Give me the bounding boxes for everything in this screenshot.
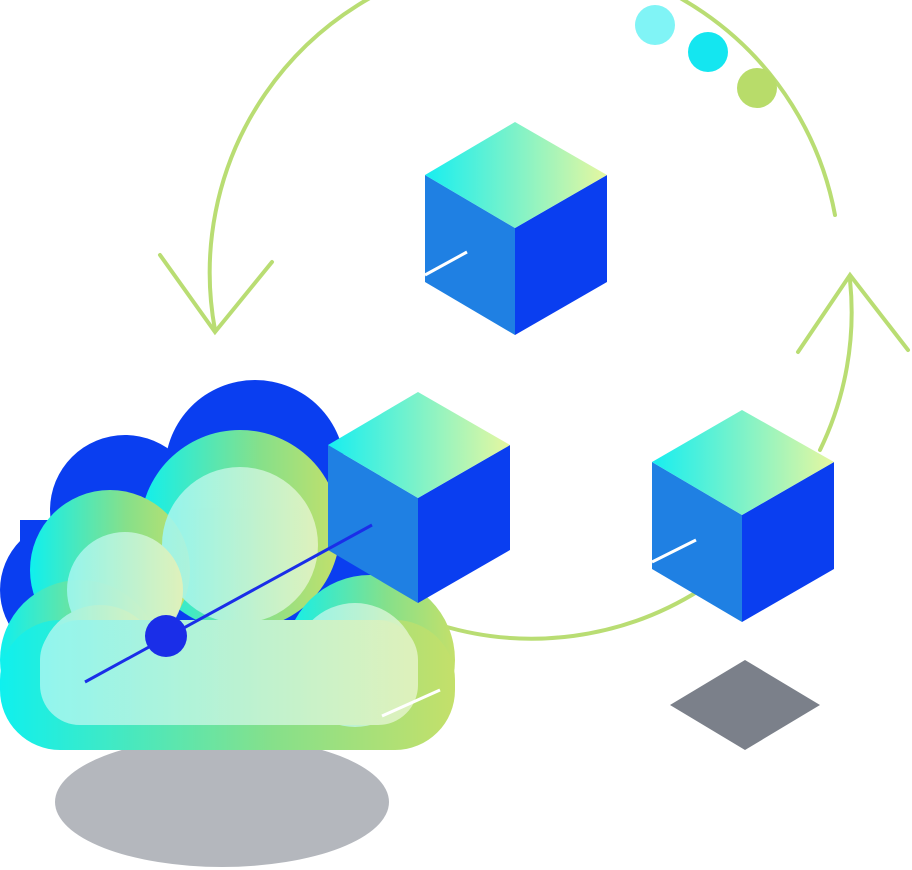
connection-line (84, 523, 373, 684)
dot-cyan (688, 32, 728, 72)
dot-light-cyan (635, 5, 675, 45)
cube-shadow-diamond (670, 660, 820, 750)
cloud-highlight (381, 688, 441, 718)
cycle-arc-right (818, 278, 854, 452)
cube-middle (328, 392, 510, 603)
cube-right (651, 410, 834, 622)
cloud-shadow (55, 737, 389, 867)
cube-top (424, 122, 607, 335)
connection-node (145, 615, 187, 657)
arrowhead-down-icon (158, 253, 274, 336)
arrowhead-up-icon (796, 271, 910, 354)
cycle-arc-bottom (438, 588, 702, 641)
dot-green (737, 68, 777, 108)
